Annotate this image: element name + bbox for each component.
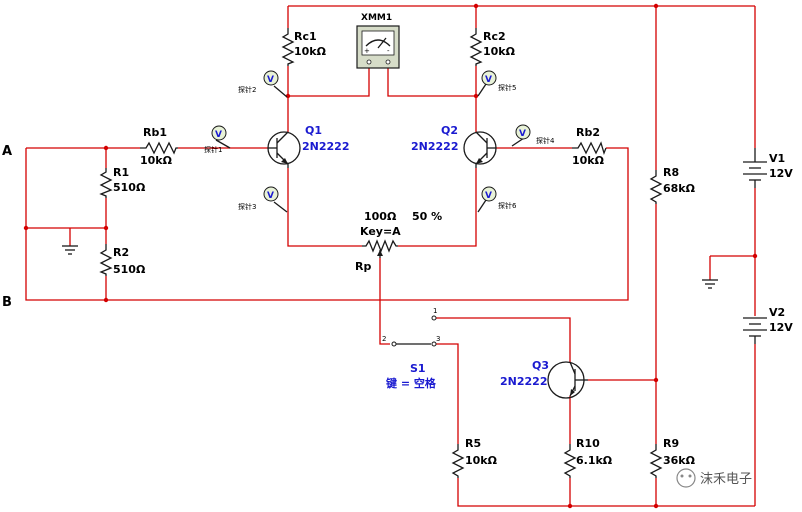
potentiometer-rp[interactable]: 100Ω 50 % Key=A Rp xyxy=(355,210,442,273)
resistor-rc2[interactable]: Rc2 10kΩ xyxy=(469,28,516,66)
pot-percent: 50 % xyxy=(412,210,442,223)
watermark-logo: 沫禾电子 xyxy=(676,468,752,488)
switch-s1[interactable]: 1 2 3 S1 键 = 空格 xyxy=(382,307,440,390)
rb2-name: Rb2 xyxy=(576,126,600,139)
probe-6-label: 探针6 xyxy=(498,201,517,210)
rc2-name: Rc2 xyxy=(483,30,506,43)
rc2-value: 10kΩ xyxy=(483,45,516,58)
r5-value: 10kΩ xyxy=(465,454,498,467)
q2-model: 2N2222 xyxy=(411,140,458,153)
multimeter-label: XMM1 xyxy=(361,13,392,23)
switch-pin-1: 1 xyxy=(433,307,437,315)
resistor-r2[interactable]: R2 510Ω xyxy=(99,244,146,276)
probe-2-icon[interactable]: V xyxy=(263,70,288,98)
node-a-label: A xyxy=(2,144,12,159)
probe-5-icon[interactable]: V xyxy=(477,70,497,97)
r5-name: R5 xyxy=(465,437,481,450)
watermark-text: 沫禾电子 xyxy=(700,472,752,487)
ground-right-icon xyxy=(702,279,718,289)
switch-name: S1 xyxy=(410,362,426,375)
meter-plus-label: + xyxy=(364,47,370,55)
transistor-q1[interactable]: Q1 2N2222 xyxy=(267,124,349,168)
switch-pin-3: 3 xyxy=(436,335,440,343)
meter-display xyxy=(361,30,395,56)
resistor-rb2[interactable]: Rb2 10kΩ xyxy=(572,126,607,167)
q2-name: Q2 xyxy=(441,124,458,137)
r2-name: R2 xyxy=(113,246,129,259)
probe-3-icon[interactable]: V xyxy=(263,186,288,213)
probe-3-label: 探针3 xyxy=(238,202,256,211)
rb1-value: 10kΩ xyxy=(140,154,173,167)
resistor-rb1[interactable]: Rb1 10kΩ xyxy=(140,126,178,167)
resistor-r1[interactable]: R1 510Ω xyxy=(99,166,146,198)
wires xyxy=(25,5,756,507)
transistor-q2[interactable]: Q2 2N2222 xyxy=(411,124,497,168)
rb1-name: Rb1 xyxy=(143,126,167,139)
r10-name: R10 xyxy=(576,437,600,450)
q1-name: Q1 xyxy=(305,124,322,137)
switch-pin-2: 2 xyxy=(382,335,386,343)
resistor-rc1[interactable]: Rc1 10kΩ xyxy=(281,28,327,66)
svg-text:V: V xyxy=(267,191,274,201)
pot-resistance: 100Ω xyxy=(364,210,397,223)
wechat-icon xyxy=(676,468,696,488)
r10-value: 6.1kΩ xyxy=(576,454,613,467)
probe-4-label: 探针4 xyxy=(536,136,555,145)
probe-4-icon[interactable]: V xyxy=(511,124,531,147)
v2-value: 12V xyxy=(769,321,793,334)
r9-name: R9 xyxy=(663,437,679,450)
probe-5-label: 探针5 xyxy=(498,83,516,92)
v2-name: V2 xyxy=(769,306,785,319)
rc1-value: 10kΩ xyxy=(294,45,327,58)
probe-1-icon[interactable]: V xyxy=(211,125,231,149)
rb2-value: 10kΩ xyxy=(572,154,605,167)
svg-text:V: V xyxy=(485,75,492,85)
source-v2[interactable]: V2 12V xyxy=(743,306,793,344)
r9-value: 36kΩ xyxy=(663,454,696,467)
probe-1-label: 探针1 xyxy=(204,145,222,154)
v1-value: 12V xyxy=(769,167,793,180)
r1-value: 510Ω xyxy=(113,181,146,194)
q3-model: 2N2222 xyxy=(500,375,547,388)
resistor-r5[interactable]: R5 10kΩ xyxy=(451,437,498,478)
meter-gauge-icon xyxy=(365,39,391,47)
v1-name: V1 xyxy=(769,152,785,165)
probe-2-label: 探针2 xyxy=(238,85,256,94)
meter-minus-label: - xyxy=(387,47,390,55)
source-v1[interactable]: V1 12V xyxy=(743,148,793,188)
resistor-r9[interactable]: R9 36kΩ xyxy=(649,437,696,478)
svg-text:V: V xyxy=(519,129,526,139)
resistor-r10[interactable]: R10 6.1kΩ xyxy=(563,437,613,478)
rc1-name: Rc1 xyxy=(294,30,317,43)
pot-name: Rp xyxy=(355,260,371,273)
transistor-q3[interactable]: Q3 2N2222 xyxy=(500,359,588,399)
switch-key: 键 = 空格 xyxy=(385,376,437,390)
ground-left-icon xyxy=(62,245,78,255)
node-b-label: B xyxy=(2,295,12,310)
resistor-r8[interactable]: R8 68kΩ xyxy=(649,166,696,204)
r8-value: 68kΩ xyxy=(663,182,696,195)
r1-name: R1 xyxy=(113,166,129,179)
q1-model: 2N2222 xyxy=(302,140,349,153)
q3-name: Q3 xyxy=(532,359,549,372)
svg-text:V: V xyxy=(267,75,274,85)
r8-name: R8 xyxy=(663,166,679,179)
multimeter-xmm1[interactable]: XMM1 + - xyxy=(356,13,400,69)
r2-value: 510Ω xyxy=(113,263,146,276)
svg-text:V: V xyxy=(485,191,492,201)
probe-6-icon[interactable]: V xyxy=(477,186,497,213)
svg-text:V: V xyxy=(215,130,222,140)
pot-key: Key=A xyxy=(360,225,401,238)
junctions xyxy=(23,3,758,509)
